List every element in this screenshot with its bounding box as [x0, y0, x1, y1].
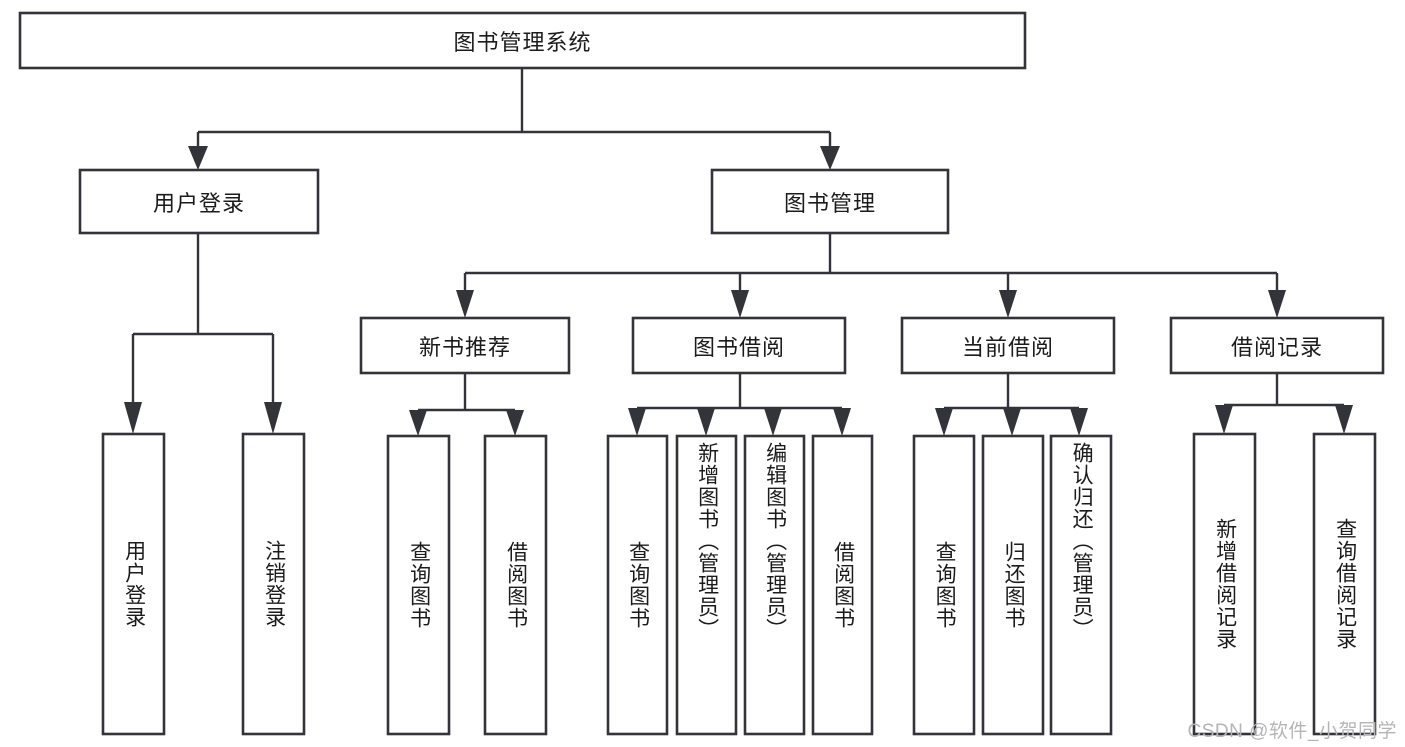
- connectors-borrow-record: [1215, 373, 1353, 434]
- leaf-book-borrow-1[interactable]: [606, 434, 669, 736]
- leaf-book-borrow-2[interactable]: [675, 434, 738, 736]
- connectors-book-borrow: [628, 373, 851, 436]
- arrowhead-book-mgmt: [820, 146, 840, 170]
- node-borrow-record[interactable]: [1169, 316, 1385, 375]
- leaf-user-login-2[interactable]: [241, 432, 306, 736]
- arrowhead-book-borrow: [731, 290, 749, 318]
- leaf-borrow-record-1[interactable]: [1192, 432, 1257, 736]
- connectors-root: [188, 68, 840, 170]
- leaf-new-book-2[interactable]: [483, 434, 548, 736]
- node-user-login[interactable]: [78, 168, 320, 235]
- arrowhead-borrow-record: [1268, 290, 1286, 318]
- node-current-borrow[interactable]: [900, 316, 1116, 375]
- arrowhead-user-login: [188, 146, 208, 170]
- arrowhead-ul-leaf-1: [124, 402, 142, 434]
- connectors-book-mgmt: [456, 233, 1286, 318]
- arrowhead-cb-leaf-3: [1070, 408, 1088, 436]
- watermark: CSDN @软件_小贺同学: [1188, 716, 1397, 743]
- arrowhead-bb-leaf-2: [697, 408, 715, 436]
- arrowhead-bb-leaf-3: [764, 408, 782, 436]
- arrowhead-current-borrow: [999, 290, 1017, 318]
- arrowhead-bb-leaf-1: [628, 408, 646, 436]
- arrowhead-cb-leaf-1: [935, 408, 953, 436]
- arrowhead-cb-leaf-2: [1003, 408, 1021, 436]
- node-root[interactable]: [18, 11, 1027, 70]
- leaf-book-borrow-3[interactable]: [743, 434, 806, 736]
- arrowhead-nb-leaf-2: [506, 410, 524, 436]
- arrowhead-ul-leaf-2: [264, 402, 282, 434]
- arrowhead-nb-leaf-1: [409, 410, 427, 436]
- arrowhead-br-leaf-1: [1215, 405, 1233, 434]
- node-book-management[interactable]: [710, 168, 950, 235]
- leaf-user-login-1[interactable]: [101, 432, 166, 736]
- node-new-book-recommend[interactable]: [359, 316, 571, 375]
- leaf-book-borrow-4[interactable]: [811, 434, 874, 736]
- leaf-current-borrow-3[interactable]: [1049, 434, 1113, 736]
- leaf-current-borrow-1[interactable]: [912, 434, 976, 736]
- connectors-new-book: [409, 373, 524, 436]
- node-book-borrow[interactable]: [631, 316, 847, 375]
- arrowhead-br-leaf-2: [1335, 405, 1353, 434]
- watermark-text: CSDN @软件_小贺同学: [1187, 721, 1397, 742]
- leaf-current-borrow-2[interactable]: [981, 434, 1045, 736]
- connectors-user-login: [124, 233, 282, 434]
- leaf-borrow-record-2[interactable]: [1312, 432, 1377, 736]
- leaf-new-book-1[interactable]: [386, 434, 451, 736]
- connectors-current-borrow: [935, 373, 1088, 436]
- arrowhead-new-book: [456, 290, 474, 318]
- arrowhead-bb-leaf-4: [833, 408, 851, 436]
